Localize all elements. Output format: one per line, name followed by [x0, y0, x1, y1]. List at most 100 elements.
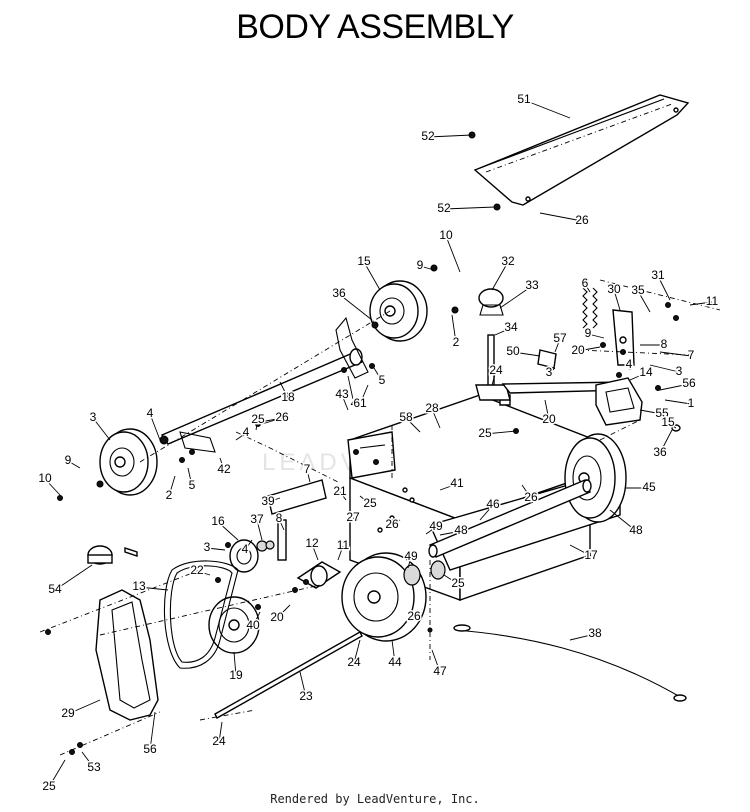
hopper-shield-51	[473, 94, 690, 206]
callout-label-3: 3	[676, 364, 683, 378]
callout-leader-15	[363, 261, 381, 291]
callout-leader-54	[54, 564, 93, 591]
callout-label-2: 2	[453, 335, 460, 349]
callout-label-45: 45	[642, 480, 656, 494]
callout-label-29: 29	[61, 706, 75, 720]
wheel-15-rear	[369, 280, 428, 342]
callout-leader-37	[256, 519, 263, 541]
callout-leader-7	[306, 469, 311, 483]
callout-leader-4	[149, 413, 161, 441]
callout-leader-6	[584, 283, 591, 293]
callout-label-26: 26	[575, 213, 589, 227]
callout-leader-25	[48, 759, 66, 788]
callout-leader-22	[196, 570, 211, 576]
callout-label-33: 33	[525, 278, 539, 292]
callout-leader-51	[523, 99, 571, 119]
callout-leader-9	[67, 460, 81, 469]
callout-leader-9	[587, 333, 605, 339]
callout-label-49: 49	[429, 519, 443, 533]
callout-leader-10	[445, 235, 461, 273]
callout-leader-47	[431, 649, 441, 673]
callout-label-52: 52	[437, 201, 451, 215]
callout-label-10: 10	[439, 228, 453, 242]
callout-leader-8	[278, 518, 285, 531]
callout-label-22: 22	[190, 563, 204, 577]
cable-38	[453, 624, 687, 702]
page-title: BODY ASSEMBLY	[236, 8, 514, 46]
callout-leader-61	[359, 384, 369, 405]
callout-label-26: 26	[407, 609, 421, 623]
callout-leader-44	[391, 639, 396, 664]
callout-label-5: 5	[379, 373, 386, 387]
callout-leader-5	[373, 367, 383, 382]
callout-label-57: 57	[553, 331, 567, 345]
callout-label-21: 21	[333, 484, 347, 498]
callout-leader-4	[244, 539, 253, 551]
callout-leader-26	[413, 609, 419, 618]
callout-label-53: 53	[87, 760, 101, 774]
callout-label-49: 49	[404, 549, 418, 563]
callout-label-55: 55	[655, 406, 669, 420]
callout-label-28: 28	[425, 401, 439, 415]
callout-label-54: 54	[48, 582, 62, 596]
callout-leader-49	[407, 556, 412, 569]
callout-label-4: 4	[147, 406, 154, 420]
pulley-54	[87, 545, 138, 565]
callout-leader-50	[512, 351, 541, 357]
callout-leader-56	[149, 711, 156, 751]
callout-leader-12	[311, 543, 319, 561]
callout-leader-58	[405, 417, 421, 433]
callout-leader-19	[233, 651, 237, 677]
callout-leader-3	[206, 547, 226, 551]
callout-leader-38	[569, 633, 596, 641]
callout-leader-3	[548, 367, 556, 374]
callout-leader-48	[439, 530, 462, 536]
callout-label-20: 20	[270, 610, 284, 624]
callout-leader-36	[338, 293, 373, 321]
callout-label-26: 26	[385, 517, 399, 531]
callout-leader-11	[337, 545, 344, 561]
bracket-50-57	[537, 349, 557, 369]
callout-leader-11	[689, 301, 713, 306]
callout-label-27: 27	[346, 510, 360, 524]
callout-label-4: 4	[242, 542, 249, 556]
callout-label-11: 11	[706, 294, 719, 308]
callout-leader-36	[659, 429, 673, 454]
callout-label-3: 3	[546, 365, 553, 379]
callout-leader-2	[451, 314, 457, 344]
callout-leader-27	[352, 517, 359, 521]
callout-leader-52	[427, 134, 473, 138]
callout-label-38: 38	[588, 626, 602, 640]
callout-label-56: 56	[143, 742, 157, 756]
callout-label-26: 26	[524, 490, 538, 504]
front-bracket-assembly	[267, 479, 327, 561]
callout-leader-13	[138, 586, 169, 591]
callout-label-23: 23	[299, 689, 313, 703]
callout-label-16: 16	[211, 514, 225, 528]
callout-leader-33	[499, 285, 533, 309]
callout-leader-3	[92, 417, 111, 441]
callout-leader-3	[649, 364, 680, 373]
callout-label-19: 19	[229, 668, 243, 682]
callout-label-48: 48	[454, 523, 468, 537]
callout-leader-7	[659, 351, 692, 357]
callout-leader-31	[657, 275, 671, 301]
callout-label-44: 44	[388, 655, 402, 669]
spring-6	[582, 287, 598, 329]
callout-leader-57	[554, 338, 561, 353]
callout-leader-30	[613, 289, 621, 311]
callout-leader-56	[659, 383, 690, 391]
callout-label-5: 5	[189, 478, 196, 492]
callout-label-25: 25	[478, 426, 492, 440]
callout-label-13: 13	[132, 579, 146, 593]
callout-label-20: 20	[571, 343, 585, 357]
callout-leader-4	[347, 375, 355, 405]
callout-leader-32	[491, 261, 509, 291]
callout-leader-24	[353, 639, 361, 664]
callout-leader-2	[168, 475, 176, 497]
callout-label-3: 3	[90, 410, 97, 424]
callout-leader-24	[491, 370, 497, 386]
callout-label-8: 8	[661, 337, 668, 351]
callout-leader-25	[443, 574, 459, 585]
